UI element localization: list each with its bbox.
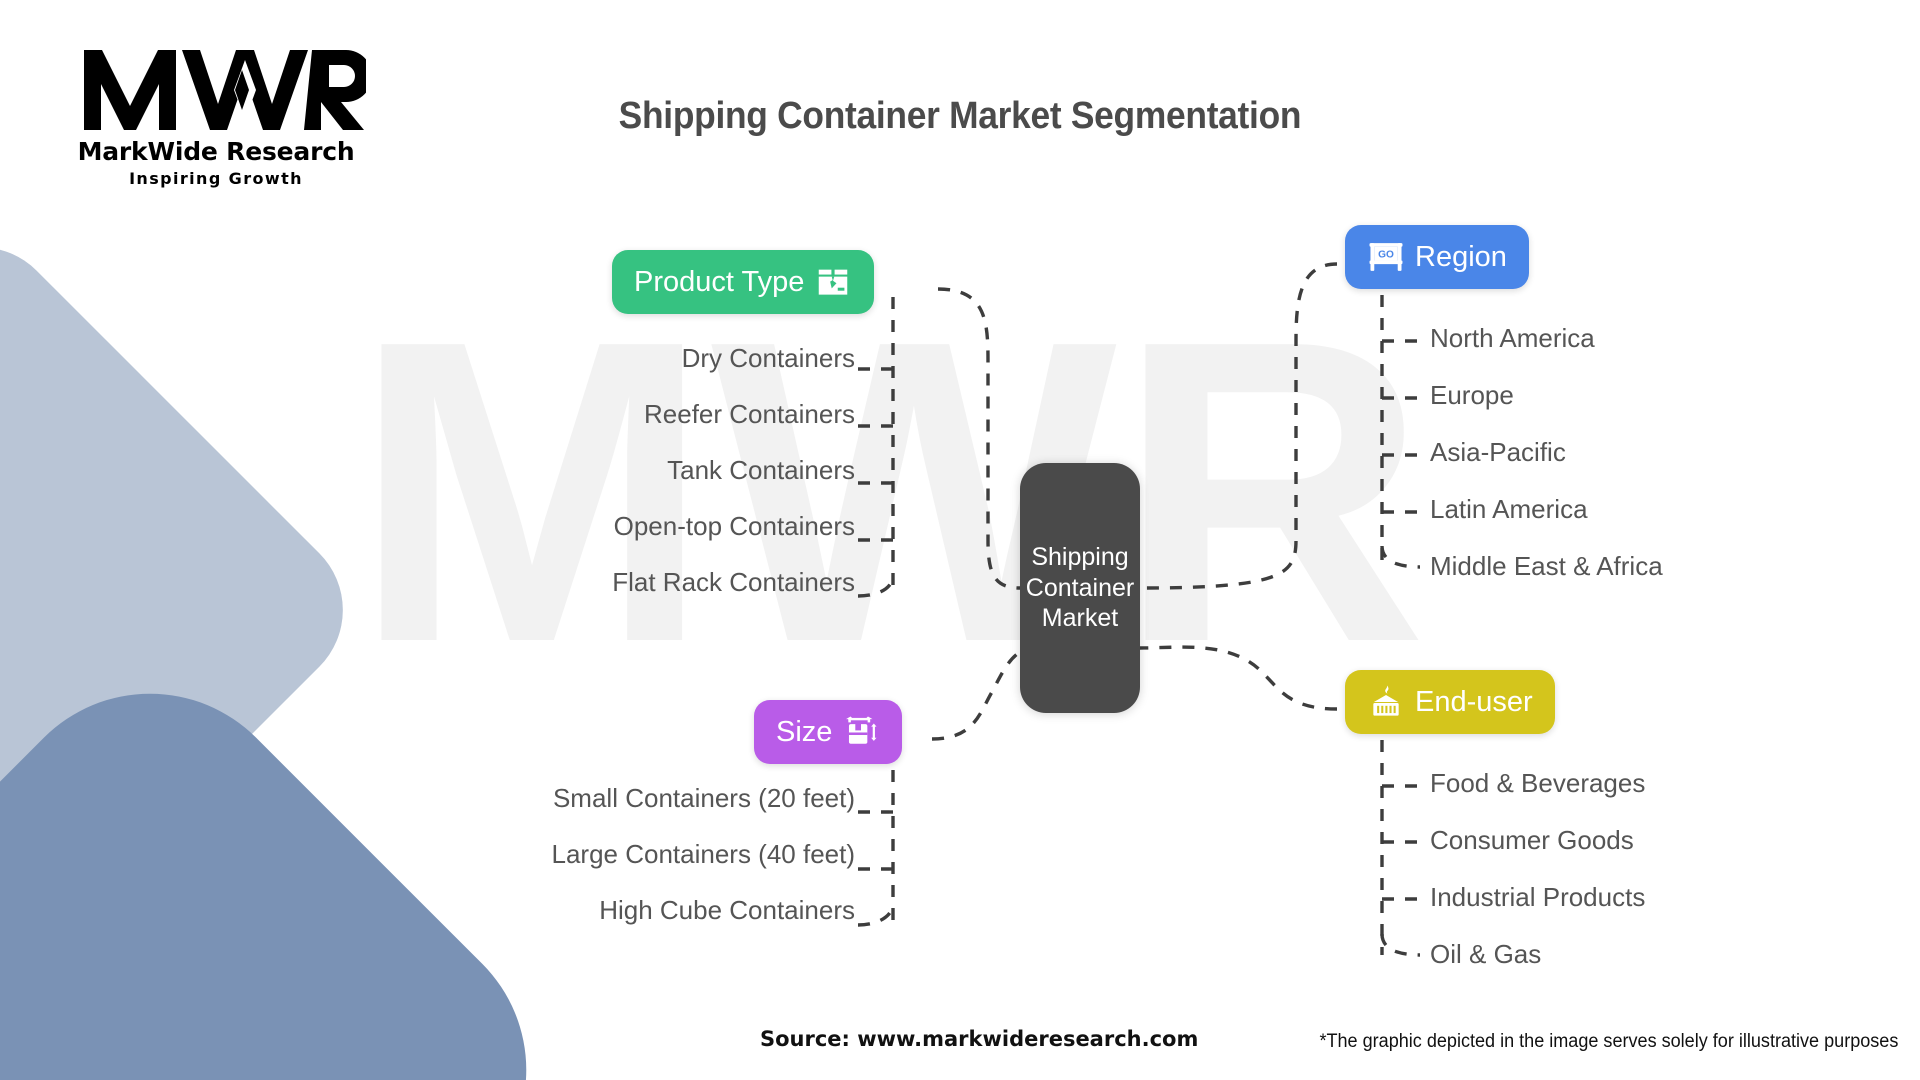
branch-label-size: Size — [776, 715, 833, 748]
leaf-item: North America — [1430, 323, 1595, 353]
leaf-item: Open-top Containers — [613, 511, 855, 541]
mwr-monogram-icon — [84, 50, 366, 130]
page-title-text: Shipping Container Market Segmentation — [618, 95, 1302, 137]
leaf-item: Oil & Gas — [1430, 939, 1542, 969]
leaf-list-region: North America Europe Asia-Pacific Latin … — [1430, 325, 1663, 610]
disclaimer-text: *The graphic depicted in the image serve… — [1319, 1031, 1898, 1052]
connector-product-hub — [937, 287, 1021, 590]
brand-logo: MarkWide Research Inspiring Growth — [66, 40, 366, 188]
connector-size-hub — [931, 650, 1021, 741]
leaf-item: Tank Containers — [667, 455, 855, 485]
stub-product-5 — [857, 574, 895, 598]
branch-label-product-type: Product Type — [634, 265, 805, 298]
background-watermark: MWR — [353, 300, 1428, 720]
leaf-item: Industrial Products — [1430, 882, 1646, 912]
leaf-item: Latin America — [1430, 494, 1588, 524]
source-credit: Source: www.markwideresearch.com — [760, 1027, 1199, 1051]
watermark-text: MWR — [353, 300, 1428, 720]
logo-company-name: MarkWide Research — [77, 137, 355, 166]
branch-pill-end-user[interactable]: End-user — [1345, 670, 1555, 734]
branch-label-region: Region — [1415, 240, 1507, 273]
leaf-list-size: Small Containers (20 feet) Large Contain… — [551, 785, 855, 953]
go-signboard-icon: GO — [1369, 243, 1403, 271]
disclaimer-note: *The graphic depicted in the image serve… — [1289, 1031, 1898, 1053]
page-title: Shipping Container Market Segmentation — [0, 95, 1920, 138]
central-node-line-3: Market — [1041, 604, 1119, 633]
leaf-list-end-user: Food & Beverages Consumer Goods Industri… — [1430, 770, 1645, 998]
leaf-item: Reefer Containers — [644, 399, 855, 429]
leaf-item: Food & Beverages — [1430, 768, 1646, 798]
leaf-item: Large Containers (40 feet) — [551, 839, 855, 869]
container-crane-icon — [1373, 685, 1399, 716]
branch-pill-region[interactable]: GO Region — [1345, 225, 1529, 289]
stub-size-3 — [857, 902, 895, 927]
branch-pill-product-type[interactable]: Product Type — [612, 250, 875, 314]
branch-pill-size[interactable]: Size — [754, 700, 903, 764]
leaf-item: Dry Containers — [681, 343, 855, 373]
leaf-item: Flat Rack Containers — [612, 567, 855, 597]
package-box-icon — [819, 269, 848, 295]
connector-region-hub — [1139, 262, 1338, 590]
central-node-line-2: Container — [1025, 573, 1135, 602]
leaf-item: Middle East & Africa — [1430, 551, 1663, 581]
leaf-item: High Cube Containers — [599, 895, 855, 925]
leaf-item: Europe — [1430, 380, 1514, 410]
leaf-item: Consumer Goods — [1430, 825, 1634, 855]
stub-enduser-4 — [1380, 933, 1421, 957]
decorative-shape-light — [0, 214, 376, 1006]
connector-enduser-hub — [1139, 645, 1338, 711]
stub-region-5 — [1380, 545, 1421, 569]
decorative-shape-dark — [0, 631, 589, 1080]
central-node-line-1: Shipping — [1031, 543, 1129, 572]
central-node: Shipping Container Market — [1020, 463, 1140, 713]
leaf-item: Small Containers (20 feet) — [552, 783, 855, 813]
box-dimensions-icon — [846, 716, 877, 744]
branch-label-end-user: End-user — [1415, 685, 1533, 718]
logo-tagline: Inspiring Growth — [129, 169, 303, 188]
svg-text:GO: GO — [1378, 249, 1394, 260]
leaf-item: Asia-Pacific — [1430, 437, 1566, 467]
leaf-list-product-type: Dry Containers Reefer Containers Tank Co… — [612, 345, 855, 625]
central-node-label: Shipping Container Market — [1026, 542, 1134, 634]
